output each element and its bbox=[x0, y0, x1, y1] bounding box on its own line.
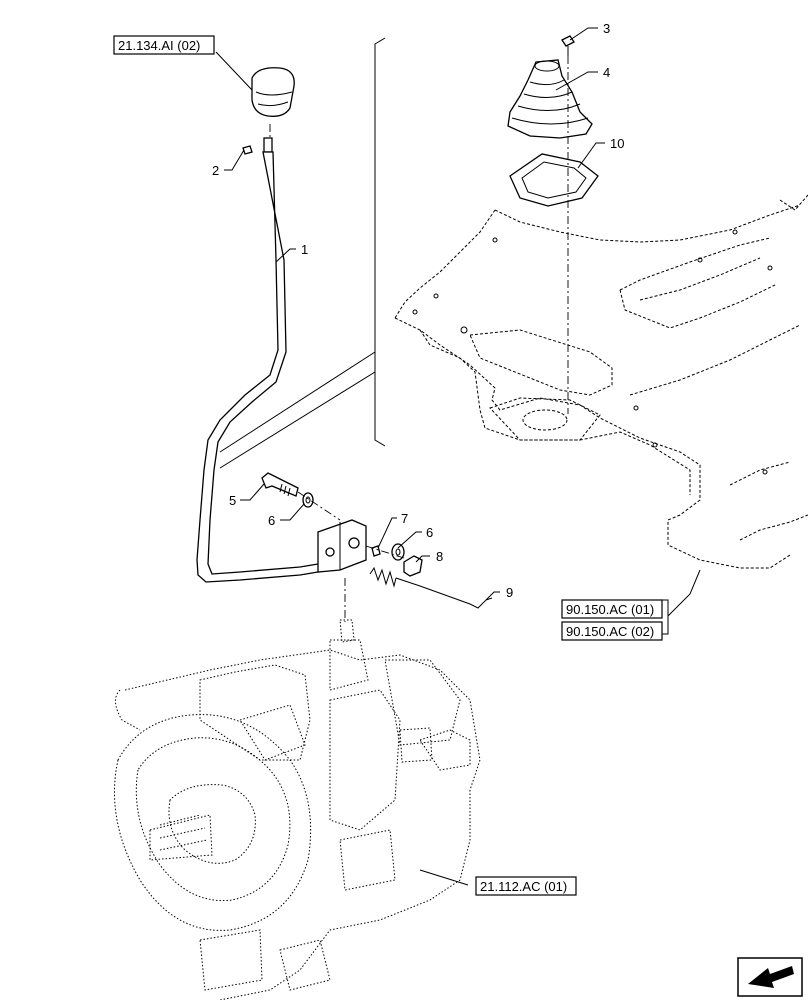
callout-3: 3 bbox=[603, 21, 610, 36]
navigation-arrow-icon[interactable] bbox=[737, 957, 803, 997]
callout-2: 2 bbox=[212, 163, 219, 178]
shift-knob bbox=[251, 67, 295, 117]
view-break-line bbox=[219, 37, 386, 469]
ref-label-transmission: 21.112.AC (01) bbox=[480, 879, 567, 894]
bolt bbox=[261, 472, 299, 497]
callout-10: 10 bbox=[610, 136, 624, 151]
ref-box-shift-knob[interactable]: 21.134.AI (02) bbox=[113, 35, 215, 55]
leader-lines bbox=[215, 27, 701, 886]
shift-boot bbox=[507, 59, 593, 139]
ref-label-floor-plate-2: 90.150.AC (02) bbox=[566, 624, 654, 639]
washer-right bbox=[391, 543, 405, 561]
alignment-lines bbox=[269, 56, 569, 622]
ref-label-shift-knob: 21.134.AI (02) bbox=[118, 38, 200, 53]
callout-9: 9 bbox=[506, 585, 513, 600]
callout-1: 1 bbox=[301, 242, 308, 257]
clip bbox=[371, 545, 381, 557]
ref-label-floor-plate-1: 90.150.AC (01) bbox=[566, 602, 654, 617]
ref-box-floor-plate-2[interactable]: 90.150.AC (02) bbox=[561, 621, 663, 641]
callout-7: 7 bbox=[401, 511, 408, 526]
boot-frame bbox=[509, 153, 599, 207]
callout-6-right: 6 bbox=[426, 525, 433, 540]
ref-box-transmission[interactable]: 21.112.AC (01) bbox=[475, 876, 577, 896]
ref-box-floor-plate-1[interactable]: 90.150.AC (01) bbox=[561, 599, 663, 619]
callout-numbers: 1 2 3 4 5 6 6 7 8 9 10 bbox=[212, 21, 624, 600]
callout-8: 8 bbox=[436, 549, 443, 564]
washer-left bbox=[302, 492, 314, 508]
callout-6-left: 6 bbox=[268, 513, 275, 528]
cab-floor-plate bbox=[394, 194, 808, 569]
lever-bracket bbox=[317, 519, 367, 573]
pin bbox=[242, 145, 253, 155]
callout-5: 5 bbox=[229, 493, 236, 508]
spring bbox=[369, 566, 493, 609]
shift-lever bbox=[196, 137, 331, 583]
transmission-assembly bbox=[114, 619, 481, 1000]
screw bbox=[561, 35, 575, 56]
callout-4: 4 bbox=[603, 65, 610, 80]
